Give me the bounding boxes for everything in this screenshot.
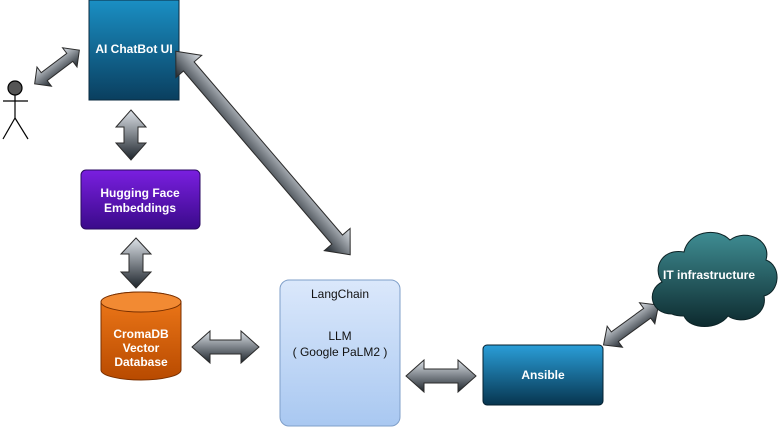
arrow-chatbot-embeddings bbox=[114, 109, 148, 161]
cloud-icon bbox=[651, 231, 778, 327]
it-infrastructure-label: IT infrastructure bbox=[663, 268, 755, 282]
hf-label-line1: Hugging Face bbox=[100, 186, 180, 200]
user-stick-figure-icon bbox=[2, 80, 29, 140]
llm-label-line1: LLM bbox=[328, 329, 351, 343]
ansible-label: Ansible bbox=[521, 368, 565, 382]
arrow-user-chatbot bbox=[34, 47, 80, 87]
chatbot-ui-node: AI ChatBot UI bbox=[88, 0, 180, 101]
langchain-title: LangChain bbox=[311, 287, 369, 301]
langchain-node: LangChain LLM ( Google PaLM2 ) bbox=[279, 279, 401, 427]
cromadb-label-line3: Database bbox=[114, 355, 168, 369]
it-infrastructure-node: IT infrastructure bbox=[651, 231, 778, 327]
hugging-face-embeddings-node: Hugging Face Embeddings bbox=[80, 169, 201, 230]
chatbot-ui-label: AI ChatBot UI bbox=[95, 42, 172, 56]
cromadb-label-line1: CromaDB bbox=[113, 327, 169, 341]
hf-label-line2: Embeddings bbox=[104, 201, 176, 215]
ansible-node: Ansible bbox=[482, 344, 604, 406]
llm-label-line2: ( Google PaLM2 ) bbox=[293, 345, 388, 359]
arrow-langchain-ansible bbox=[405, 358, 477, 394]
arrow-cromadb-langchain bbox=[191, 329, 260, 365]
cromadb-label-line2: Vector bbox=[123, 341, 160, 355]
cromadb-vector-database-node: CromaDB Vector Database bbox=[100, 291, 182, 381]
arrow-chatbot-langchain bbox=[175, 50, 351, 256]
arrow-embeddings-cromadb bbox=[119, 237, 153, 289]
